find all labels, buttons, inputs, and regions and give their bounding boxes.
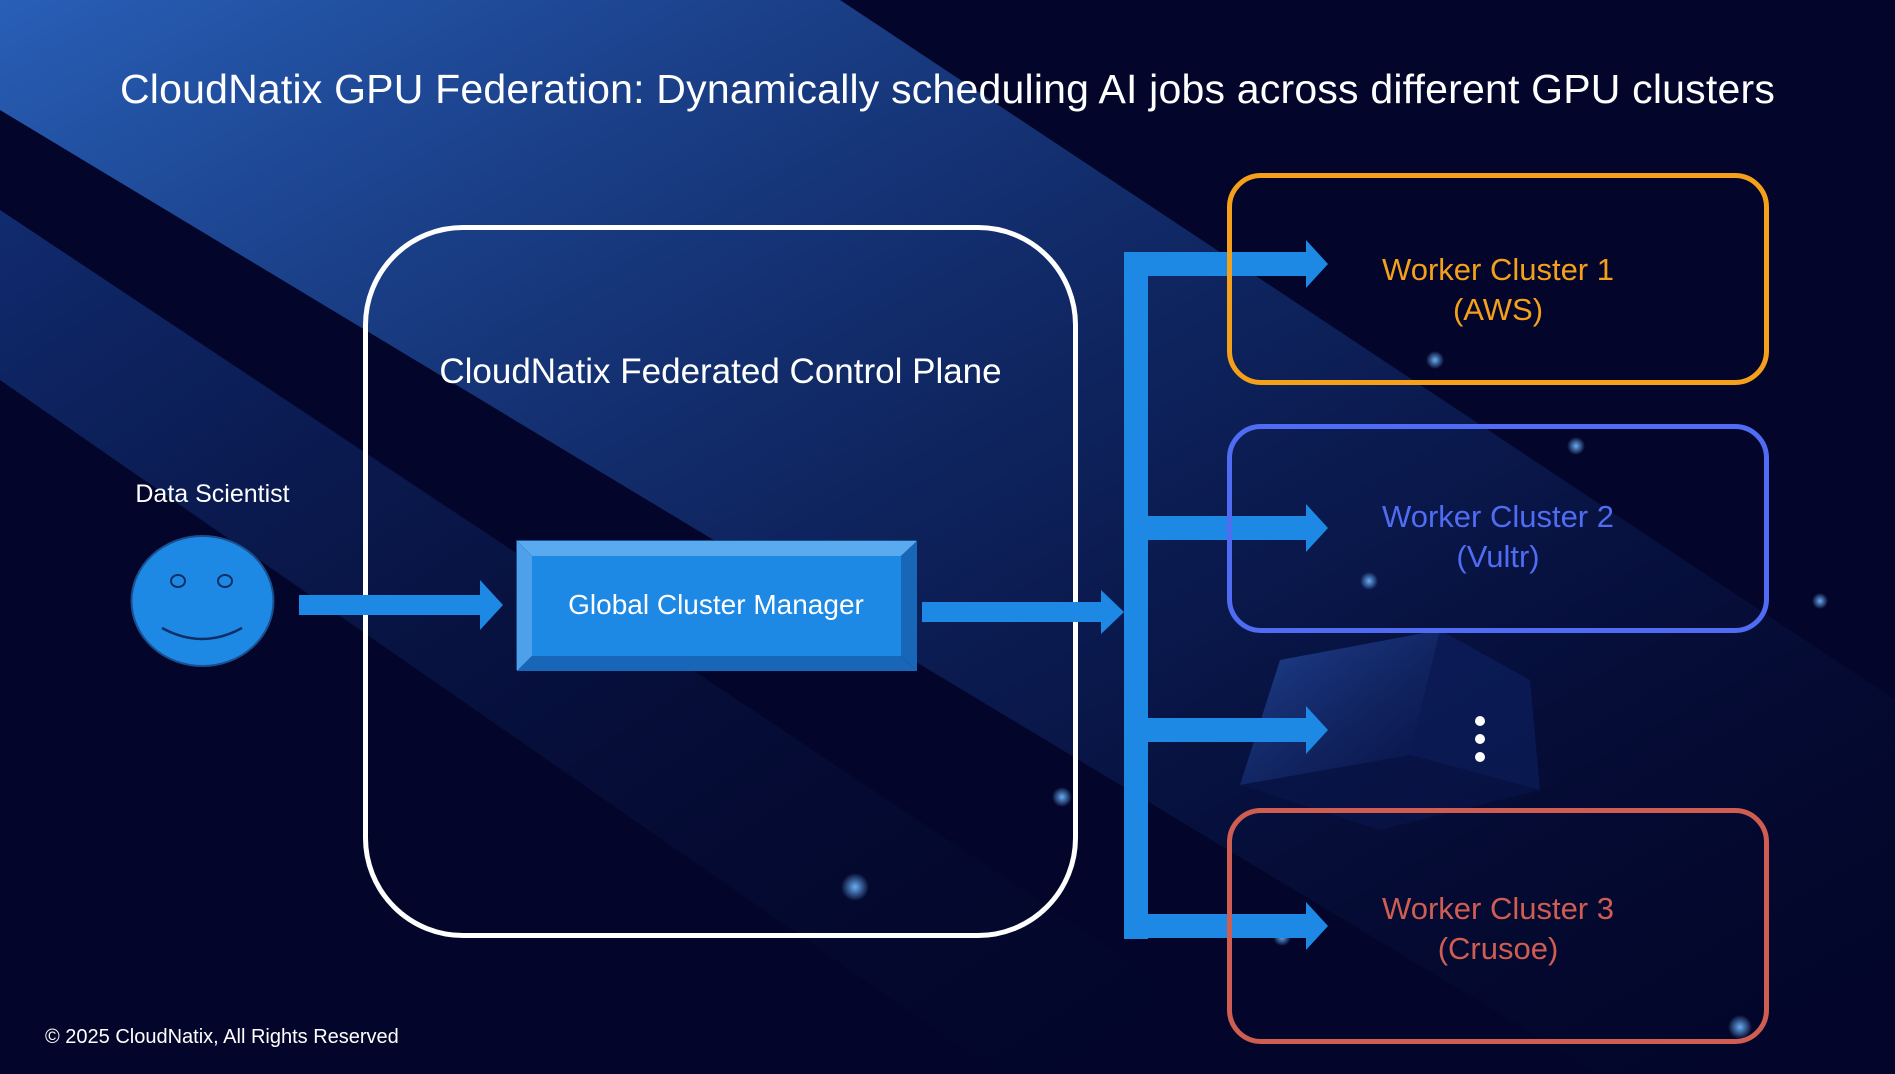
global-cluster-manager-label: Global Cluster Manager — [568, 589, 864, 620]
worker-cluster-3-box: Worker Cluster 3 (Crusoe) — [1227, 808, 1769, 1044]
arrow-to-cluster-3 — [1148, 902, 1328, 950]
arrow-to-cluster-1 — [1148, 240, 1328, 288]
worker-cluster-3-label: Worker Cluster 3 (Crusoe) — [1232, 889, 1764, 969]
global-cluster-manager-box: Global Cluster Manager — [516, 540, 917, 671]
worker-cluster-1-box: Worker Cluster 1 (AWS) — [1227, 173, 1769, 385]
copyright-footer: © 2025 CloudNatix, All Rights Reserved — [45, 1026, 399, 1048]
worker-cluster-1-name: Worker Cluster 1 — [1382, 252, 1614, 287]
control-plane-box — [363, 225, 1078, 938]
arrow-scientist-to-manager — [299, 580, 503, 630]
arrow-manager-to-bus — [922, 590, 1124, 634]
arrow-to-ellipsis — [1148, 706, 1328, 754]
bevel-frame — [517, 541, 917, 671]
vertical-ellipsis-icon — [1475, 716, 1485, 762]
control-plane-label: CloudNatix Federated Control Plane — [439, 352, 1002, 391]
worker-cluster-1-provider: (AWS) — [1452, 292, 1544, 327]
slide-title: CloudNatix GPU Federation: Dynamically s… — [119, 66, 1776, 112]
worker-cluster-1-label: Worker Cluster 1 (AWS) — [1232, 250, 1764, 330]
arrow-to-cluster-2 — [1148, 504, 1328, 552]
worker-cluster-3-name: Worker Cluster 3 — [1382, 891, 1614, 926]
worker-cluster-2-provider: (Vultr) — [1456, 539, 1540, 574]
data-scientist-label: Data Scientist — [135, 480, 290, 508]
smiley-face-icon — [130, 535, 275, 667]
worker-cluster-3-provider: (Crusoe) — [1437, 931, 1559, 966]
worker-cluster-2-box: Worker Cluster 2 (Vultr) — [1227, 424, 1769, 633]
arrow-bus-vertical — [1124, 252, 1148, 939]
worker-cluster-2-name: Worker Cluster 2 — [1382, 499, 1614, 534]
worker-cluster-2-label: Worker Cluster 2 (Vultr) — [1232, 497, 1764, 577]
